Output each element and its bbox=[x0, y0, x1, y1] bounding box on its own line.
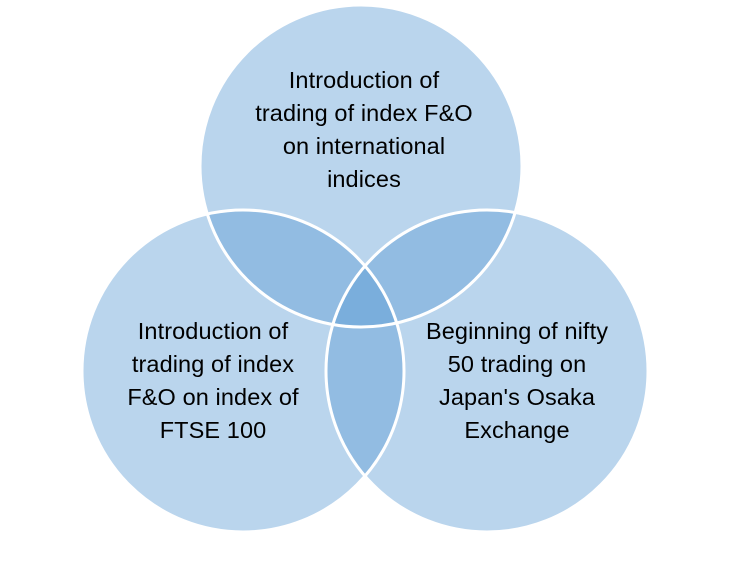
venn-circle-right-outline bbox=[324, 208, 650, 534]
venn-circle-fills bbox=[82, 5, 648, 532]
venn-circle-top-outline bbox=[198, 3, 524, 329]
venn-circle-top-fill[interactable] bbox=[200, 5, 522, 327]
venn-circle-right-fill[interactable] bbox=[326, 210, 648, 532]
venn-circle-left-outline bbox=[80, 208, 406, 534]
venn-circle-outlines bbox=[80, 3, 650, 534]
venn-circle-left-fill[interactable] bbox=[82, 210, 404, 532]
